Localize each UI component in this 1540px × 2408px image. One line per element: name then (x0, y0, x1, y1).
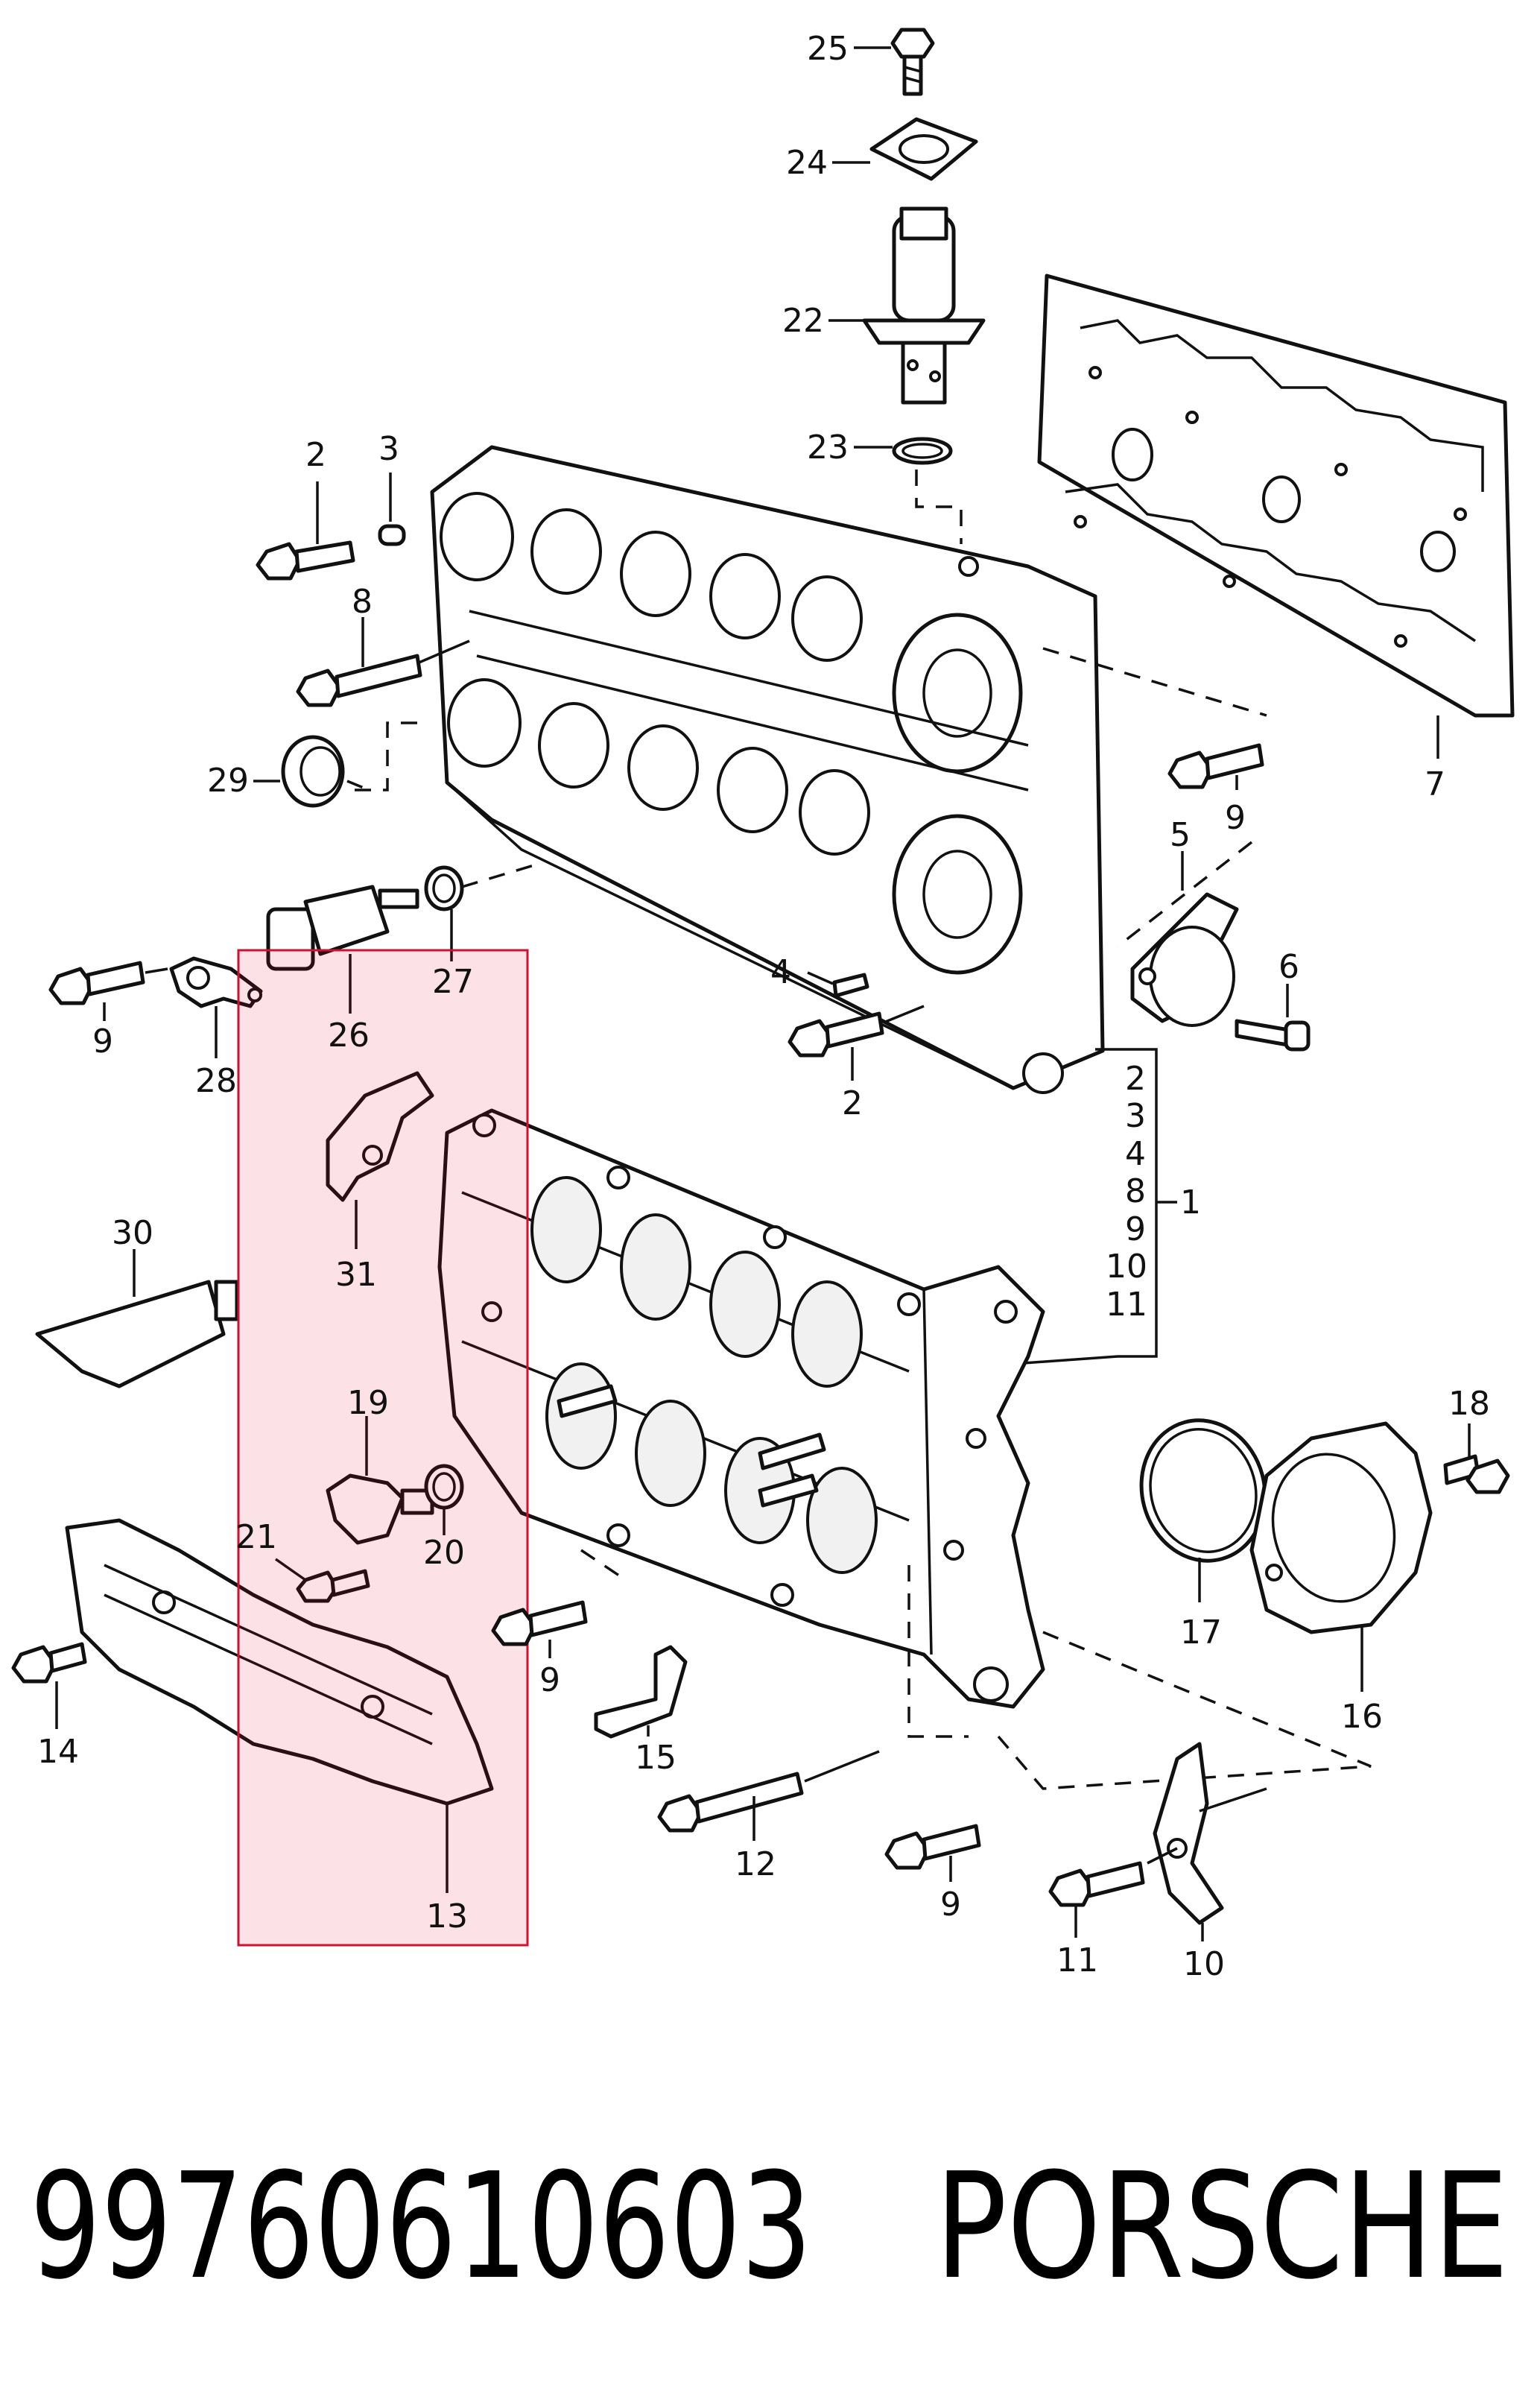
sensor-bracket-part-5 (1130, 892, 1239, 1027)
callout-15: 15 (635, 1739, 676, 1777)
callout-2-mid: 2 (842, 1084, 863, 1122)
callout-7: 7 (1425, 765, 1445, 803)
callout-12: 12 (735, 1845, 776, 1883)
callout-2-top: 2 (305, 436, 326, 474)
bolt-part-2-right (788, 1011, 884, 1058)
callout-11-bottom: 11 (1056, 1941, 1098, 1979)
camshaft-sensor-part-26 (266, 885, 419, 971)
callout-1: 1 (1180, 1184, 1201, 1222)
callout-list-3: 3 (1125, 1097, 1146, 1135)
bolt-part-12 (657, 1772, 804, 1833)
callout-16: 16 (1341, 1698, 1383, 1736)
sensor-part-19 (326, 1473, 434, 1545)
cylinder-head-housing (430, 445, 1105, 1094)
oring-part-20 (424, 1464, 464, 1510)
callout-28: 28 (195, 1062, 237, 1100)
cover-part-16 (1249, 1421, 1433, 1634)
callout-29: 29 (207, 762, 249, 800)
bracket-part-31 (326, 1071, 434, 1202)
callout-4-upper: 4 (770, 953, 791, 991)
dowel-part-3 (378, 524, 406, 546)
callout-31: 31 (335, 1256, 377, 1294)
callout-3-top: 3 (378, 430, 399, 468)
callout-list-2: 2 (1125, 1060, 1146, 1098)
callout-21: 21 (235, 1518, 277, 1556)
callout-14: 14 (37, 1733, 79, 1771)
bolt-part-9-left (48, 961, 145, 1005)
solenoid-part-22 (862, 206, 986, 405)
callout-26: 26 (328, 1017, 370, 1055)
camshaft-housing-lower (437, 1108, 1045, 1709)
callout-17: 17 (1180, 1614, 1222, 1652)
part-number: 99760610603 (30, 2142, 812, 2312)
sealant-tube-part-30 (35, 1280, 239, 1388)
bracket-part-15 (594, 1645, 688, 1739)
callout-9-upper-right: 9 (1225, 799, 1246, 837)
callout-22: 22 (782, 302, 824, 340)
bolt-part-2-upper (256, 540, 355, 581)
callout-10-bottom: 10 (1183, 1945, 1225, 1983)
gasket-part-7 (1037, 274, 1515, 718)
bolt-part-9-right (1167, 743, 1264, 789)
callout-8: 8 (352, 583, 373, 621)
bolt-part-8 (296, 654, 422, 707)
callout-list-10: 10 (1106, 1248, 1147, 1286)
callout-labels: 25 24 22 23 2 3 8 29 7 9 5 27 26 9 28 4 … (37, 30, 1490, 1983)
callout-list-8: 8 (1125, 1172, 1146, 1210)
callout-27: 27 (432, 963, 474, 1001)
bolt-part-25 (890, 28, 935, 96)
screw-part-21 (296, 1569, 370, 1603)
callout-13: 13 (426, 1897, 468, 1935)
callout-9-lower-right: 9 (940, 1886, 961, 1924)
seal-part-29 (281, 735, 345, 808)
callout-5: 5 (1170, 816, 1191, 854)
callout-20: 20 (423, 1534, 465, 1572)
callout-list-4: 4 (1125, 1135, 1146, 1173)
screw-part-6 (1235, 1019, 1311, 1052)
oring-part-27 (424, 865, 464, 911)
callout-18: 18 (1448, 1385, 1490, 1423)
callout-9-left: 9 (92, 1023, 113, 1061)
callout-6: 6 (1278, 948, 1299, 986)
callout-list-9: 9 (1125, 1210, 1146, 1248)
chain-guide-part-10 (1153, 1742, 1224, 1925)
callout-9-lower-left: 9 (539, 1661, 560, 1699)
pin-part-4 (832, 973, 869, 998)
plate-part-24 (869, 117, 978, 181)
callout-list-11: 11 (1106, 1286, 1147, 1324)
oring-part-23 (892, 437, 953, 465)
callout-24: 24 (786, 144, 828, 182)
bolt-part-14 (11, 1642, 87, 1684)
bolt-part-11 (1048, 1861, 1145, 1907)
callout-25: 25 (807, 30, 849, 68)
bolt-part-9-lower-right (884, 1824, 981, 1870)
brand-name: PORSCHE (935, 2142, 1509, 2312)
callout-30: 30 (112, 1214, 153, 1252)
callout-23: 23 (807, 429, 849, 467)
callout-19: 19 (347, 1384, 389, 1422)
highlighted-region (237, 949, 529, 1947)
oring-part-17 (1139, 1418, 1267, 1563)
bolt-part-18 (1443, 1454, 1510, 1494)
bolt-part-9-lower-left (491, 1600, 588, 1646)
heat-shield-part-13 (65, 1518, 494, 1806)
